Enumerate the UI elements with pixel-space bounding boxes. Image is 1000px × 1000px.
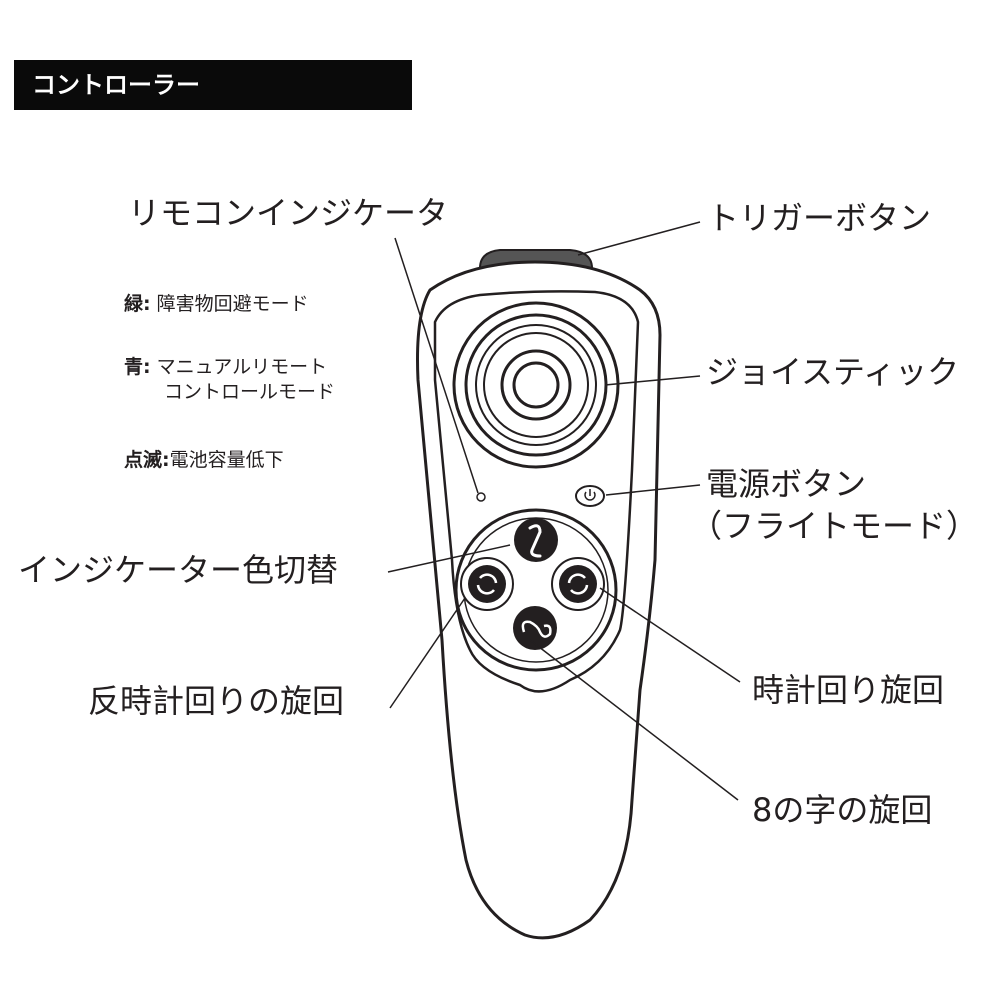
power-button <box>575 485 605 507</box>
color-switch-label: インジケーター色切替 <box>18 551 339 589</box>
indicator-label: リモコンインジケータ <box>128 194 449 232</box>
header-title: コントローラー <box>14 60 412 110</box>
joystick <box>452 301 620 469</box>
counterclockwise-button <box>460 557 514 611</box>
color-switch-button <box>514 518 558 562</box>
power-icon <box>584 489 596 501</box>
power-label: 電源ボタン <box>706 465 867 503</box>
legend-text: マニュアルリモート <box>156 356 328 378</box>
legend-key: 点滅: <box>124 449 170 471</box>
figure8-label: 8の字の旋回 <box>752 791 933 829</box>
legend-text-2: コントロールモード <box>164 380 336 403</box>
rotate-counterclockwise-icon <box>476 573 498 595</box>
joystick-label: ジョイスティック <box>706 353 960 391</box>
counterclockwise-label: 反時計回りの旋回 <box>88 682 345 720</box>
legend-text: 電池容量低下 <box>169 449 284 471</box>
figure8-icon <box>521 620 552 638</box>
leader-lines <box>387 221 741 801</box>
legend-key: 青: <box>124 356 151 378</box>
controller-face <box>433 290 640 693</box>
legend-blue: 青: マニュアルリモート コントロールモード <box>124 355 335 404</box>
figure8-button <box>513 606 557 650</box>
clockwise-button <box>551 557 605 611</box>
legend-text: 障害物回避モード <box>156 293 309 315</box>
clockwise-label: 時計回り旋回 <box>752 671 945 709</box>
legend-key: 緑: <box>124 293 151 315</box>
legend-green: 緑: 障害物回避モード <box>124 292 309 317</box>
trigger-label: トリガーボタン <box>707 199 932 237</box>
legend-blink: 点滅:電池容量低下 <box>124 448 284 473</box>
power-label-sub: （フライトモード） <box>690 507 979 545</box>
button-pad <box>454 508 618 672</box>
rotate-clockwise-icon <box>567 573 589 595</box>
figure8-top-icon <box>528 524 542 558</box>
indicator-led <box>476 492 486 502</box>
